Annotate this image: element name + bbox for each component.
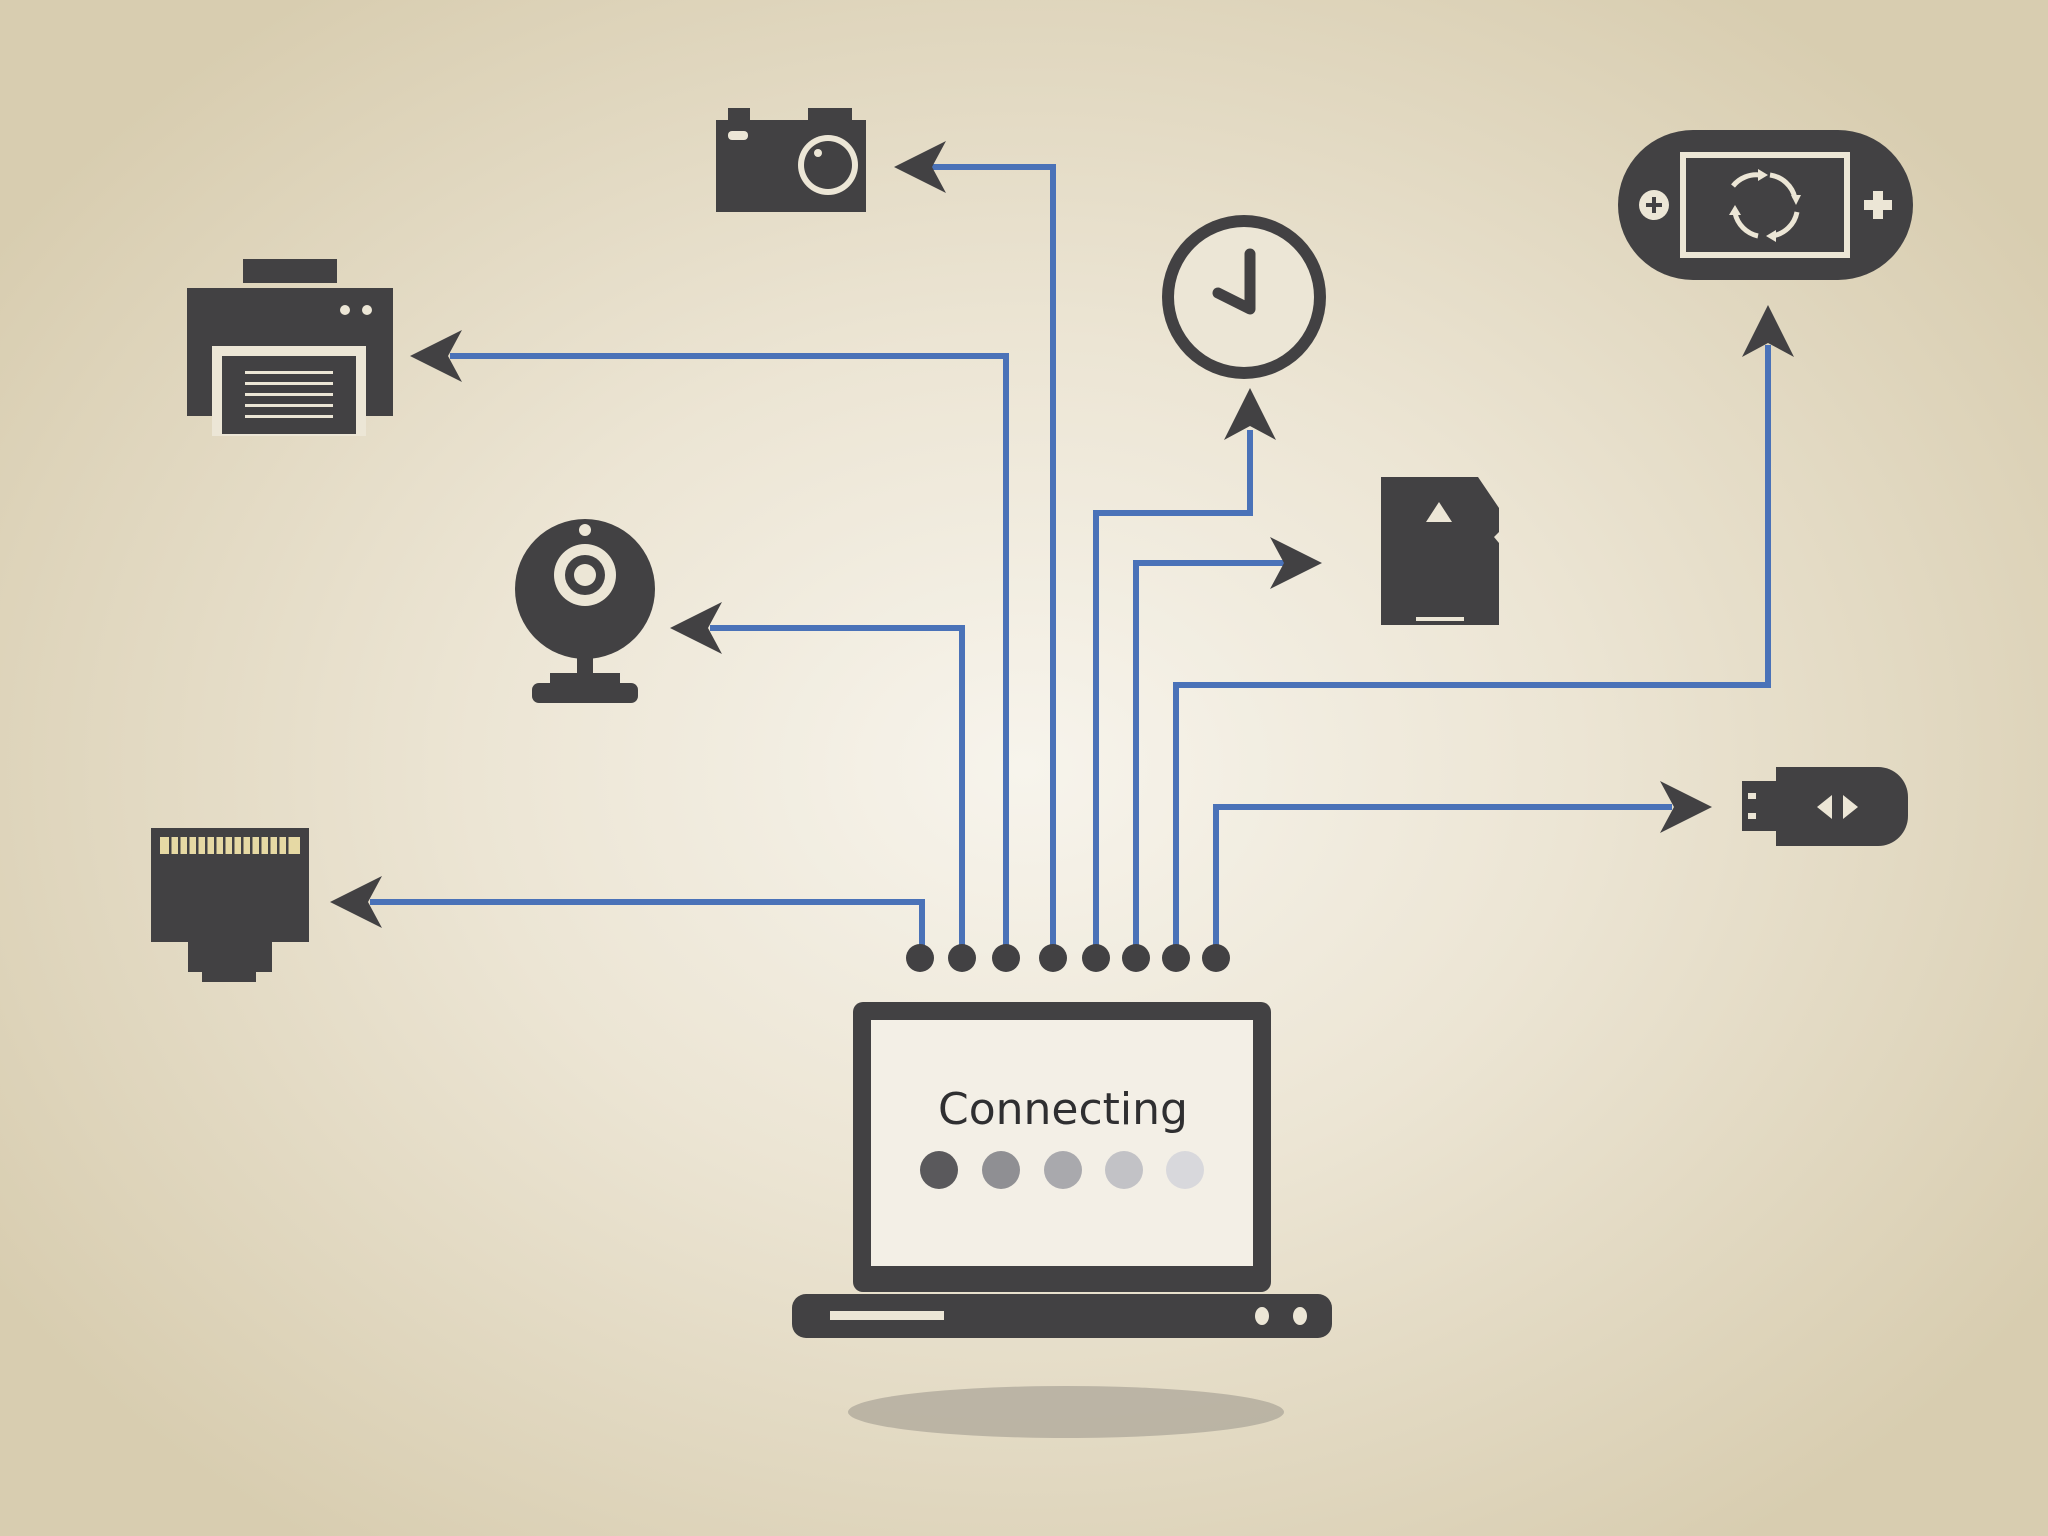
laptop: Connecting	[792, 1002, 1332, 1338]
laptop-base	[792, 1294, 1332, 1338]
arrow-left-icon	[330, 876, 382, 928]
laptop-led	[1293, 1307, 1307, 1325]
arrow-left-icon	[894, 141, 946, 193]
arrow-left-icon	[670, 602, 722, 654]
port-dot	[906, 944, 934, 972]
clock-icon	[1162, 215, 1326, 379]
port-dot	[1082, 944, 1110, 972]
arrow-up-icon	[1224, 388, 1276, 440]
connection-wires	[370, 164, 1771, 958]
arrow-left-icon	[410, 330, 462, 382]
laptop-led	[1255, 1307, 1269, 1325]
progress-dot	[1105, 1151, 1143, 1189]
port-dot	[992, 944, 1020, 972]
progress-dot	[1044, 1151, 1082, 1189]
printer-icon	[187, 259, 393, 436]
laptop-screen	[871, 1020, 1253, 1266]
port-dot	[1162, 944, 1190, 972]
usb-drive-icon	[1742, 767, 1908, 846]
arrow-up-icon	[1742, 305, 1794, 357]
laptop-slot	[830, 1311, 944, 1320]
sd-card-icon	[1381, 477, 1499, 625]
arrow-heads	[330, 141, 1794, 928]
port-dot	[1039, 944, 1067, 972]
ethernet-port-icon	[151, 828, 309, 982]
camera-icon	[716, 108, 866, 212]
port-dot	[1202, 944, 1230, 972]
game-console-icon	[1618, 130, 1913, 280]
laptop-shadow	[848, 1386, 1284, 1438]
wire-sd-card	[1133, 560, 1315, 958]
progress-dots	[920, 1151, 1204, 1189]
connecting-label: Connecting	[938, 1084, 1188, 1135]
wire-webcam	[710, 625, 965, 958]
wire-printer	[450, 353, 1009, 958]
wire-console	[1173, 345, 1771, 958]
port-dot	[948, 944, 976, 972]
wire-camera	[930, 164, 1056, 958]
webcam-icon	[515, 519, 655, 703]
progress-dot	[1166, 1151, 1204, 1189]
progress-dot	[982, 1151, 1020, 1189]
port-dot	[1122, 944, 1150, 972]
wire-ethernet	[370, 899, 925, 958]
arrow-right-icon	[1660, 781, 1712, 833]
wire-usb	[1213, 804, 1672, 958]
laptop-ports	[906, 944, 1230, 972]
arrow-right-icon	[1270, 537, 1322, 589]
wire-clock	[1093, 430, 1253, 958]
progress-dot	[920, 1151, 958, 1189]
